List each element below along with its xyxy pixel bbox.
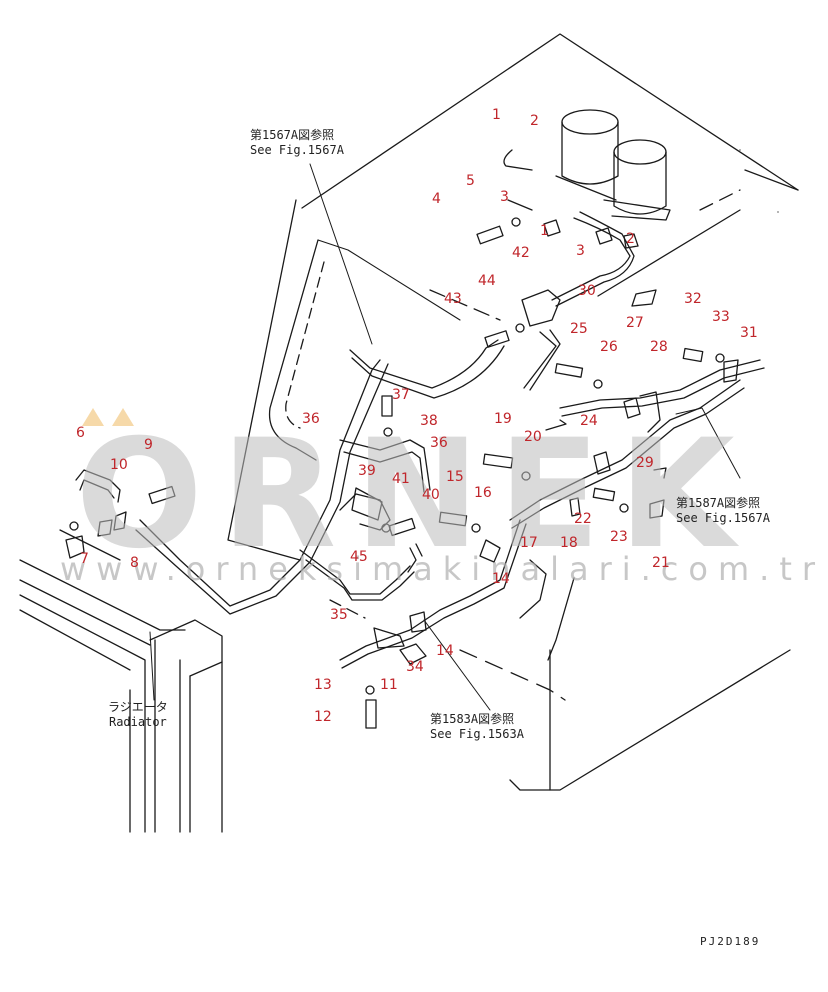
reference-bottom-jp: 第1583A図参照 <box>430 712 515 726</box>
part-number-label: 16 <box>474 485 492 501</box>
reference-right-jp: 第1587A図参照 <box>676 496 761 510</box>
drawing-code: PJ2D189 <box>700 935 761 948</box>
part-number-label: 9 <box>144 437 153 453</box>
part-number-label: 43 <box>444 291 462 307</box>
watermark-url: www.orneksimakinalari.com.tr <box>60 550 826 588</box>
reference-right-en: See Fig.1567A <box>676 511 770 525</box>
part-number-label: 2 <box>530 113 539 129</box>
part-number-label: 7 <box>80 551 89 567</box>
reference-top-left-en: See Fig.1567A <box>250 143 344 157</box>
part-number-label: 10 <box>110 457 128 473</box>
part-number-label: 33 <box>712 309 730 325</box>
reference-top-left: 第1567A図参照 See Fig.1567A <box>250 128 344 158</box>
part-number-label: 19 <box>494 411 512 427</box>
part-number-label: 15 <box>446 469 464 485</box>
part-number-label: 14 <box>492 571 510 587</box>
part-number-label: 11 <box>380 677 398 693</box>
part-number-label: 42 <box>512 245 530 261</box>
part-number-label: 14 <box>436 643 454 659</box>
part-number-label: 25 <box>570 321 588 337</box>
part-number-label: 36 <box>302 411 320 427</box>
watermark-brand: ORNEK <box>75 408 753 582</box>
part-number-label: 1 <box>540 223 549 239</box>
part-number-label: 23 <box>610 529 628 545</box>
part-number-label: 3 <box>500 189 509 205</box>
part-number-label: 20 <box>524 429 542 445</box>
reference-bottom-en: See Fig.1563A <box>430 727 524 741</box>
part-number-label: 2 <box>626 231 635 247</box>
reference-radiator-en: Radiator <box>108 715 167 729</box>
part-number-label: 29 <box>636 455 654 471</box>
part-number-label: 36 <box>430 435 448 451</box>
reference-radiator: ラジエータ Radiator <box>108 700 168 730</box>
part-number-label: 31 <box>740 325 758 341</box>
part-number-label: 27 <box>626 315 644 331</box>
part-number-label: 24 <box>580 413 598 429</box>
part-number-label: 5 <box>466 173 475 189</box>
part-number-label: 4 <box>432 191 441 207</box>
reference-bottom: 第1583A図参照 See Fig.1563A <box>430 712 524 742</box>
part-number-label: 13 <box>314 677 332 693</box>
part-number-label: 44 <box>478 273 496 289</box>
part-number-label: 26 <box>600 339 618 355</box>
part-number-label: 30 <box>578 283 596 299</box>
part-number-label: 41 <box>392 471 410 487</box>
part-number-label: 34 <box>406 659 424 675</box>
part-number-label: 18 <box>560 535 578 551</box>
part-number-label: 6 <box>76 425 85 441</box>
reference-right: 第1587A図参照 See Fig.1567A <box>676 496 770 526</box>
part-number-label: 39 <box>358 463 376 479</box>
part-number-label: 37 <box>392 387 410 403</box>
part-number-label: 40 <box>422 487 440 503</box>
part-number-label: 3 <box>576 243 585 259</box>
part-number-label: 32 <box>684 291 702 307</box>
part-number-label: 22 <box>574 511 592 527</box>
part-number-label: 8 <box>130 555 139 571</box>
part-number-label: 17 <box>520 535 538 551</box>
part-number-label: 38 <box>420 413 438 429</box>
part-number-label: 28 <box>650 339 668 355</box>
part-number-label: 1 <box>492 107 501 123</box>
part-number-label: 21 <box>652 555 670 571</box>
part-number-label: 35 <box>330 607 348 623</box>
reference-radiator-jp: ラジエータ <box>108 700 168 714</box>
part-number-label: 12 <box>314 709 332 725</box>
reference-top-left-jp: 第1567A図参照 <box>250 128 335 142</box>
part-number-label: 45 <box>350 549 368 565</box>
